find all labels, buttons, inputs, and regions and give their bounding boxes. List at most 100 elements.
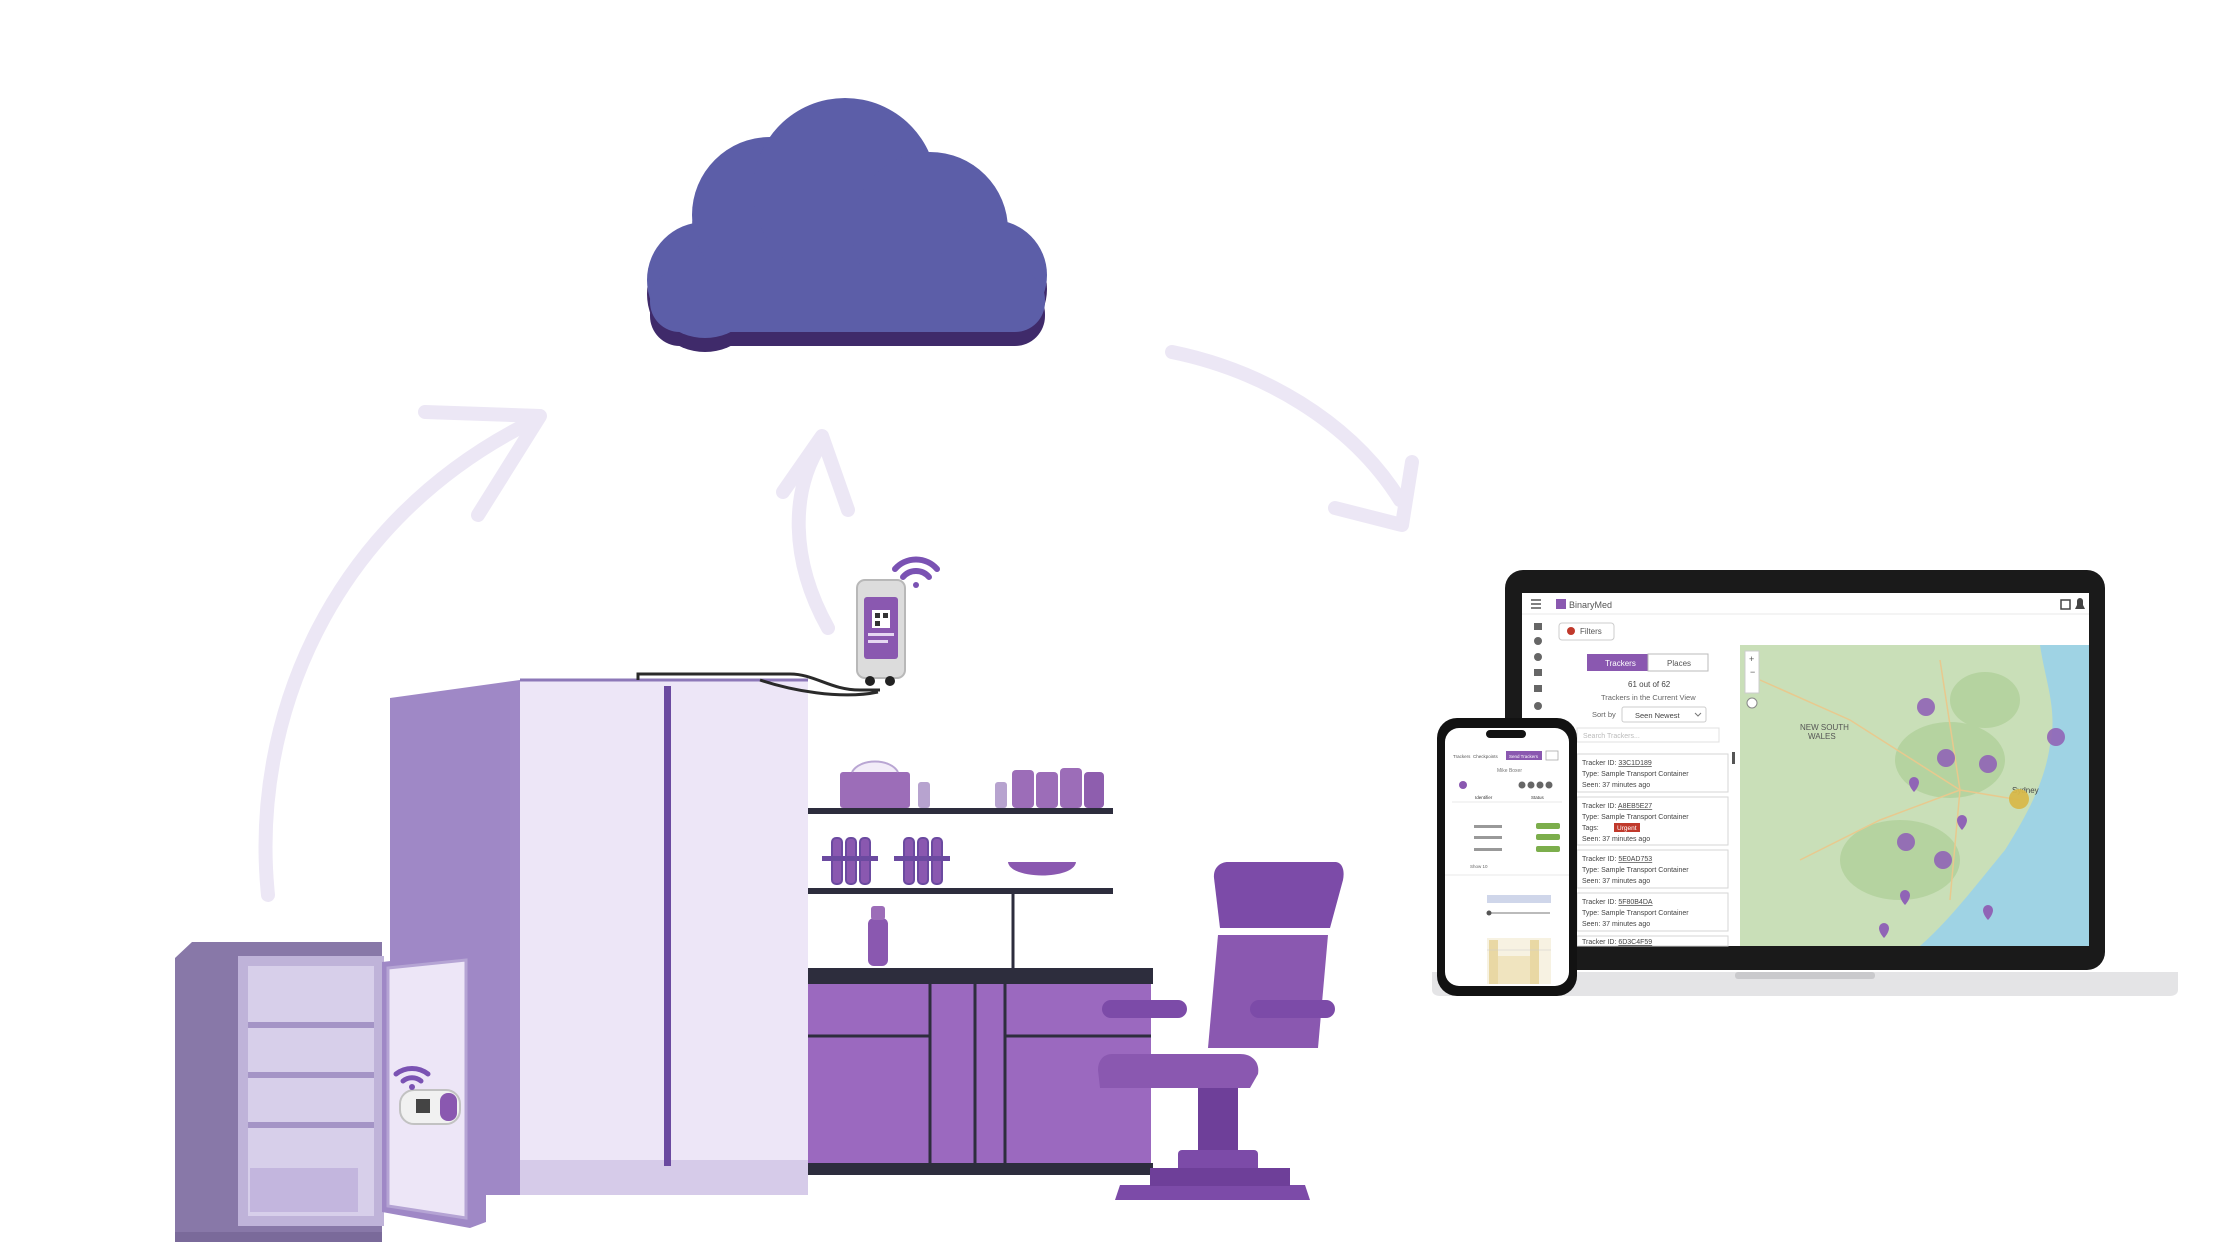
zoom-out-icon[interactable]: − [1750, 667, 1755, 677]
tab-trackers[interactable] [1587, 654, 1648, 671]
menu-icon[interactable] [1531, 599, 1541, 609]
map-pin-icon[interactable] [1909, 777, 1919, 792]
map-cluster-marker[interactable] [1934, 851, 1952, 869]
tracker-card[interactable]: Tracker ID: A8EB5E27 Type: Sample Transp… [1576, 796, 1729, 846]
map-layers-icon[interactable] [1746, 697, 1758, 709]
urgent-tag [1614, 823, 1640, 832]
table-row[interactable] [1474, 823, 1560, 829]
sort-select[interactable] [1621, 706, 1707, 723]
phone-tab-checkpoints-label[interactable]: Checkpoints [1473, 754, 1499, 759]
tracker-card[interactable]: Tracker ID: 33C1D189 Type: Sample Transp… [1576, 753, 1729, 793]
flow-arrows [258, 345, 1419, 902]
tracker-id-label: Tracker ID: [1582, 760, 1616, 767]
svg-text:Tracker ID: 5E0AD753: Tracker ID: 5E0AD753 [1582, 856, 1652, 863]
tracker-seen: 37 minutes ago [1602, 782, 1650, 789]
svg-text:Tracker ID: 33C1D189: Tracker ID: 33C1D189 [1582, 760, 1652, 767]
tracker-type: Sample Transport Container [1601, 814, 1689, 821]
filters-button[interactable] [1558, 622, 1615, 641]
bell-icon[interactable] [2075, 598, 2085, 609]
tracker-id[interactable]: 6D3C4F59 [1618, 939, 1652, 946]
svg-text:Seen: 37 minutes ago: Seen: 37 minutes ago [1582, 836, 1650, 843]
nav-alert-icon[interactable] [1534, 669, 1542, 676]
table-row[interactable] [1474, 846, 1560, 852]
tracker-seen-label: Seen: [1582, 921, 1600, 928]
nav-globe-icon[interactable] [1534, 637, 1542, 645]
nav-list-icon[interactable] [1534, 685, 1542, 692]
tracker-id[interactable]: 5F80B4DA [1618, 899, 1653, 906]
filters-label: Filters [1580, 627, 1602, 636]
svg-text:Seen: 37 minutes ago: Seen: 37 minutes ago [1582, 782, 1650, 789]
tracker-id[interactable]: 5E0AD753 [1618, 856, 1652, 863]
sort-label: Sort by [1592, 710, 1616, 719]
tracker-type: Sample Transport Container [1601, 910, 1689, 917]
tracker-card[interactable]: Tracker ID: 5F80B4DA Type: Sample Transp… [1576, 892, 1729, 932]
tab-places[interactable] [1647, 653, 1709, 672]
map-cluster-marker[interactable] [1979, 755, 1997, 773]
map-pin-icon[interactable] [1983, 905, 1993, 920]
map-label-state-2: WALES [1808, 732, 1836, 741]
tracker-card[interactable]: Tracker ID: 6D3C4F59 [1576, 935, 1729, 947]
table-row[interactable] [1474, 834, 1560, 840]
map-cluster-marker[interactable] [1917, 698, 1935, 716]
wifi-icon [393, 1066, 431, 1090]
tracker-seen-label: Seen: [1582, 836, 1600, 843]
tracker-count: 61 out of 62 [1628, 680, 1671, 689]
phone-more-button[interactable] [1545, 750, 1559, 761]
svg-text:Type: Sample Transport Contain: Type: Sample Transport Container [1582, 867, 1689, 874]
phone-avatar [1459, 781, 1467, 789]
laptop-screen: BinaryMed Filters Trackers Places 61 out… [1522, 593, 2089, 947]
list-scrollbar[interactable] [1732, 752, 1735, 764]
phone-send-button[interactable] [1506, 751, 1542, 760]
map-pin-icon[interactable] [1957, 815, 1967, 830]
map-cluster-marker[interactable] [1897, 833, 1915, 851]
tracker-id[interactable]: 33C1D189 [1618, 760, 1652, 767]
map-cluster-marker[interactable] [2047, 728, 2065, 746]
tab-places-label: Places [1667, 659, 1691, 668]
tracker-tags-label: Tags: [1582, 825, 1599, 832]
lab-shelves [808, 760, 1113, 968]
map-cluster-marker[interactable] [2009, 789, 2029, 809]
map-pin-icon[interactable] [1534, 702, 1542, 710]
arrow-cloud-to-devices-head [1328, 455, 1419, 532]
svg-text:Seen: 37 minutes ago: Seen: 37 minutes ago [1582, 921, 1650, 928]
tracker-card[interactable]: Tracker ID: 5E0AD753 Type: Sample Transp… [1576, 849, 1729, 889]
svg-text:Tracker ID: 5F80B4DA: Tracker ID: 5F80B4DA [1582, 899, 1653, 906]
search-input[interactable] [1576, 727, 1720, 743]
wifi-icon [892, 556, 940, 588]
svg-text:Tracker ID: 6D3C4F59: Tracker ID: 6D3C4F59 [1582, 939, 1652, 946]
phone-show-label[interactable]: Show 10 [1470, 864, 1488, 869]
large-refrigerator [390, 678, 808, 1195]
arrow-sensor-to-cloud-head [776, 429, 855, 517]
tracker-type-label: Type: [1582, 814, 1599, 821]
phone-heading: Mike Boxer [1497, 768, 1522, 774]
urgent-tag-label: Urgent [1617, 825, 1637, 832]
qr-icon[interactable] [2060, 599, 2071, 610]
phone-timeline [1487, 895, 1551, 903]
map-pin-icon[interactable] [1900, 890, 1910, 905]
sensor-cable [636, 672, 880, 697]
side-nav [1534, 623, 1542, 710]
tracker-id-label: Tracker ID: [1582, 939, 1616, 946]
tracker-seen-label: Seen: [1582, 878, 1600, 885]
tracker-id-label: Tracker ID: [1582, 856, 1616, 863]
phone-tab-trackers[interactable] [1452, 751, 1476, 760]
medical-chair [1098, 862, 1344, 1200]
phone-action-icons[interactable] [1518, 781, 1553, 789]
chevron-down-icon [1694, 712, 1702, 717]
nav-tracker-icon[interactable] [1534, 653, 1542, 661]
nav-home-icon[interactable] [1534, 623, 1542, 630]
phone-tab-trackers-label: Trackers [1453, 754, 1471, 759]
map-pin-icon[interactable] [1879, 923, 1889, 938]
svg-text:Seen: 37 minutes ago: Seen: 37 minutes ago [1582, 878, 1650, 885]
cloud-icon [647, 98, 1047, 352]
map-zoom-control[interactable] [1744, 650, 1760, 694]
map-view[interactable]: NEW SOUTH WALES Sydney + − [1740, 645, 2089, 946]
zoom-in-icon[interactable]: + [1749, 654, 1754, 664]
tracker-id[interactable]: A8EB5E27 [1618, 803, 1652, 810]
tracker-seen: 37 minutes ago [1602, 921, 1650, 928]
arrow-fridge-to-cloud [258, 413, 542, 902]
brand-logo-icon [1556, 599, 1566, 609]
phone-slider-handle[interactable] [1486, 910, 1492, 916]
map-cluster-marker[interactable] [1937, 749, 1955, 767]
tracker-id-label: Tracker ID: [1582, 803, 1616, 810]
